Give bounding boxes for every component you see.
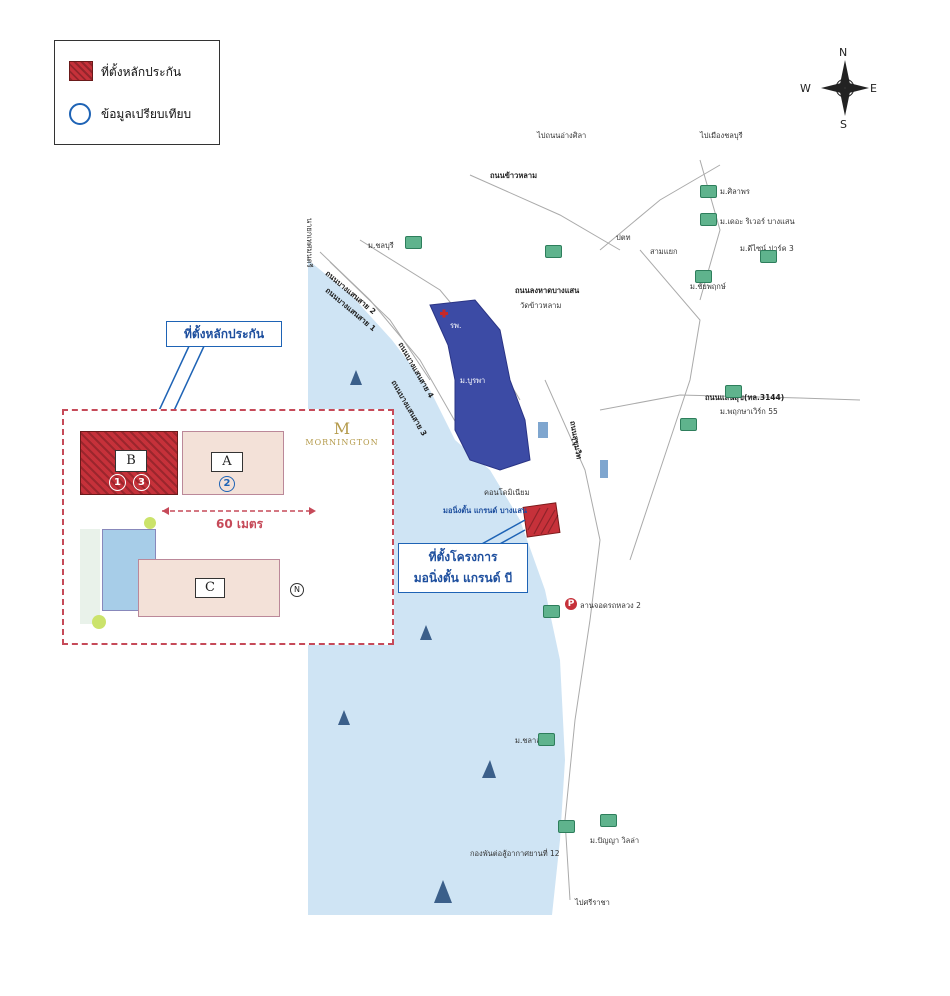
condo-icon	[600, 814, 617, 827]
compass-s: S	[840, 118, 847, 131]
sailboat-icons	[338, 370, 496, 903]
brand-name: MORNINGTON	[305, 438, 379, 447]
project-callout-line2: มอนิ่งตั้น แกรนด์ บี	[413, 571, 513, 585]
pin-2: 2	[219, 476, 235, 492]
condo-icon	[695, 270, 712, 283]
distance-arrow	[162, 507, 316, 515]
label-wat-khaolam: วัดข้าวหลาม	[520, 301, 562, 310]
condo-icon	[538, 733, 555, 746]
label-to-chonburi: ไปเมืองชลบุรี	[700, 131, 743, 140]
label-mon-chonburi: ม.ชลบุรี	[368, 241, 394, 250]
label-project-map: มอนิ่งตั้น แกรนด์ บางแสน	[443, 506, 528, 515]
label-road-khaolam: ถนนข้าวหลาม	[490, 171, 538, 180]
north-arrow-icon: N	[290, 583, 304, 597]
label-hospital: รพ.	[450, 321, 462, 330]
label-mon-silaphorn: ม.ศิลาพร	[720, 187, 750, 196]
label-mon-burapha: ม.บูรพา	[460, 376, 486, 385]
compass-e: E	[870, 82, 877, 95]
condo-icon	[725, 385, 742, 398]
building-b-collateral: B 1 3	[80, 431, 178, 495]
label-mon-banglamung: ม.ชลาลูน่า	[515, 736, 551, 745]
label-mon-kittirat: ม.เดอะ ริเวอร์ บางแสน	[720, 217, 795, 226]
project-callout-line1: ที่ตั้งโครงการ	[428, 550, 498, 564]
label-mayor: นายกเทศมนตรี	[305, 218, 314, 268]
label-condo: คอนโดมิเนียม	[484, 488, 530, 497]
comparison-ring-icon	[69, 103, 91, 125]
tree-icon	[92, 615, 106, 629]
distance-label: 60 เมตร	[216, 517, 264, 531]
compass: N S E W	[800, 46, 880, 131]
collateral-callout: ที่ตั้งหลักประกัน	[166, 321, 282, 347]
label-bangsaen-rd: ถนนลงหาดบางแสน	[515, 286, 580, 295]
condo-icon	[543, 605, 560, 618]
tree-icon	[144, 517, 156, 529]
condo-icon	[545, 245, 562, 258]
legend-collateral-label: ที่ตั้งหลักประกัน	[101, 65, 182, 79]
pin-3: 3	[133, 474, 150, 491]
condo-icon	[760, 250, 777, 263]
compass-rose-icon	[821, 60, 869, 116]
building-a-plan: A 2	[182, 431, 284, 495]
label-to-ang-sila: ไปถนนอ่างศิลา	[537, 131, 587, 140]
label-sukhumvit-3144: ถนนแสนสุข(ทล.3144)	[705, 393, 785, 402]
collateral-swatch-icon	[69, 61, 93, 81]
building-b-label: B	[115, 450, 147, 472]
legend-comparison-label: ข้อมูลเปรียบเทียบ	[101, 107, 192, 121]
label-mon-s3: ม.ดีไซน์ ปาร์ค 3	[740, 244, 794, 253]
building-c-label: C	[195, 578, 225, 598]
label-ptt: ปตท	[616, 233, 631, 242]
compass-n: N	[839, 46, 848, 59]
mornington-logo: M MORNINGTON	[300, 419, 384, 447]
condo-icon	[405, 236, 422, 249]
condo-icon	[558, 820, 575, 833]
compass-w: W	[800, 82, 811, 95]
burapha-zone	[429, 299, 531, 471]
site-plan-inset: B 1 3 A 2 M MORNINGTON 60 เมตร C N	[62, 409, 394, 645]
project-callout-pointer	[479, 519, 526, 546]
garden	[80, 529, 100, 624]
pin-1: 1	[109, 474, 126, 491]
label-to-sriracha: ไปศรีราชา	[575, 898, 610, 907]
project-callout: ที่ตั้งโครงการ มอนิ่งตั้น แกรนด์ บี	[398, 543, 528, 593]
label-samut: สามแยก	[650, 247, 678, 256]
label-mon-panya: ม.ปัญญา วิลล่า	[590, 836, 640, 845]
building-c-plan: C	[138, 559, 280, 617]
road-ne	[599, 164, 721, 251]
road-1	[329, 261, 431, 381]
label-parking-2: ลานจอดรถหลวง 2	[580, 601, 641, 610]
legend: ที่ตั้งหลักประกัน ข้อมูลเปรียบเทียบ	[54, 40, 220, 145]
road-e	[629, 249, 701, 561]
parking-icon: P	[565, 598, 577, 610]
collateral-callout-text: ที่ตั้งหลักประกัน	[183, 327, 265, 341]
label-kop-12: กองพันต่อสู้อากาศยานที่ 12	[470, 849, 560, 858]
building-a-label: A	[211, 452, 243, 472]
condo-icon	[700, 185, 717, 198]
building-icons	[538, 422, 608, 478]
condo-icon	[700, 213, 717, 226]
project-marker	[522, 502, 561, 538]
label-mon-chaiya: ม.ชัยพฤกษ์	[690, 282, 726, 291]
label-mon-55: ม.พฤกษาเวิร์ก 55	[720, 407, 778, 416]
road-khaolam	[469, 174, 621, 251]
condo-icon	[680, 418, 697, 431]
